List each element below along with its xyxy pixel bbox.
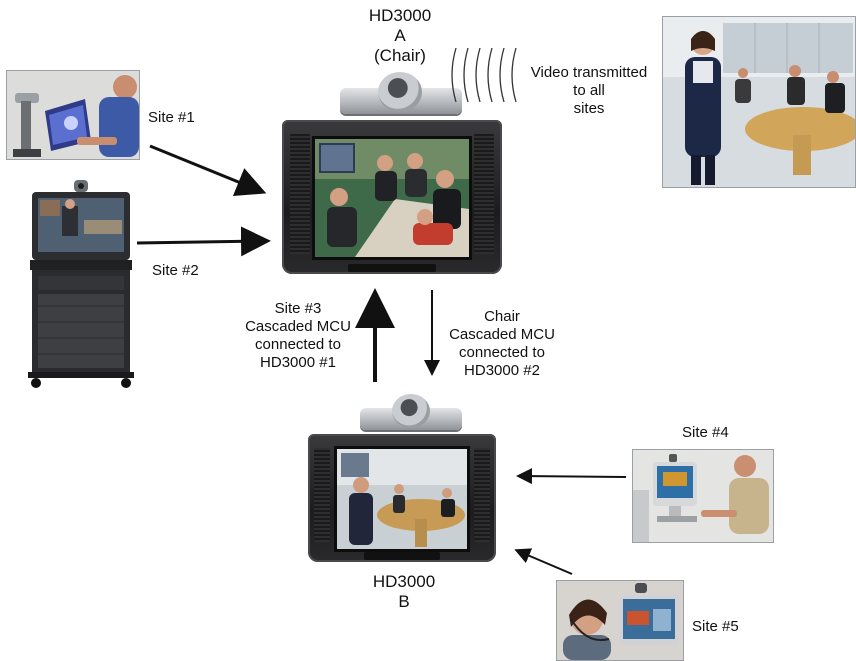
site5-arrow: [514, 548, 573, 575]
unit-a-title: HD3000 A (Chair): [340, 6, 460, 66]
video-line-1: Video transmitted: [530, 64, 648, 81]
site1-arrow: [149, 144, 267, 196]
wave-lines-icon: [451, 47, 517, 103]
unit-a-name: HD3000: [368, 6, 432, 25]
unit-a-codec: [336, 72, 466, 120]
left-speaker: [290, 134, 310, 254]
chair-line-1: Chair: [484, 308, 520, 325]
site2-rollabout-photo: [28, 180, 134, 390]
video-line-2: to all: [573, 82, 605, 99]
unit-a-id: A: [394, 26, 406, 45]
laptop-user-icon: [7, 71, 139, 159]
tv-base: [364, 552, 440, 560]
unit-b-title: HD3000 B: [344, 572, 464, 612]
site2-label: Site #2: [152, 262, 199, 279]
chair-line-2: Cascaded MCU: [449, 326, 555, 343]
site2-arrow: [136, 226, 271, 257]
site5-label: Site #5: [692, 618, 739, 635]
meeting-video-icon: [337, 449, 467, 549]
left-speaker: [314, 448, 330, 542]
chair-line-4: HD3000 #2: [464, 362, 540, 379]
desktop-user-icon: [633, 450, 773, 542]
site3-line-3: connected to: [255, 336, 341, 353]
unit-a-screen: [312, 136, 472, 260]
tv-base: [348, 264, 436, 272]
unit-a-tv: [282, 120, 502, 274]
unit-b-id: B: [398, 592, 410, 611]
transmission-waves: [446, 44, 520, 106]
site4-label: Site #4: [682, 424, 729, 441]
headset-user-icon: [557, 581, 683, 660]
site1-label: Site #1: [148, 109, 195, 126]
site3-label: Site #3 Cascaded MCU connected to HD3000…: [236, 300, 360, 372]
camera-icon: [378, 72, 422, 112]
unit-b-tv: [308, 434, 496, 562]
unit-b-codec: [356, 394, 466, 436]
site3-line-4: HD3000 #1: [260, 354, 336, 371]
unit-b-screen: [334, 446, 470, 552]
rollabout-system-icon: [28, 180, 134, 388]
video-line-3: sites: [573, 100, 605, 117]
site3-line-2: Cascaded MCU: [245, 318, 351, 335]
right-speaker: [474, 134, 494, 254]
meeting-room-icon: [663, 17, 855, 187]
meeting-video-icon: [315, 139, 469, 257]
chair-line-3: connected to: [459, 344, 545, 361]
camera-icon: [392, 394, 430, 428]
right-speaker: [474, 448, 490, 542]
site1-photo: [6, 70, 140, 160]
site4-arrow: [516, 468, 627, 485]
video-transmitted-label: Video transmitted to all sites: [518, 64, 660, 118]
unit-b-name: HD3000: [372, 572, 436, 591]
unit-a-role: (Chair): [374, 46, 426, 65]
chair-label: Chair Cascaded MCU connected to HD3000 #…: [440, 308, 564, 380]
site5-photo: [556, 580, 684, 661]
site4-photo: [632, 449, 774, 543]
site3-line-1: Site #3: [274, 300, 322, 317]
